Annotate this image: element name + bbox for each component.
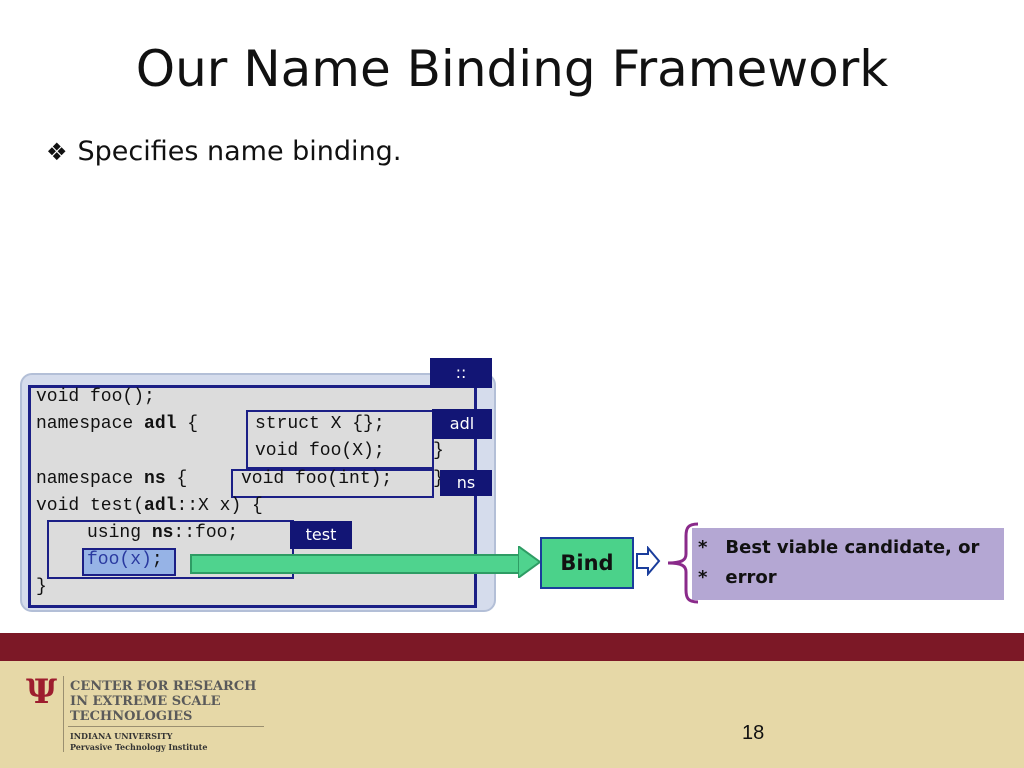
- org-name-line-3: TECHNOLOGIES: [70, 709, 193, 724]
- code-line-2: namespace adl {: [36, 414, 199, 434]
- university-name: INDIANA UNIVERSITY: [70, 731, 173, 741]
- code-call: foo(x);: [87, 550, 163, 570]
- institute-name: Pervasive Technology Institute: [70, 742, 208, 752]
- iu-logo-icon: Ψ: [26, 672, 58, 712]
- test-scope-box: [47, 520, 294, 579]
- ns-scope-tag: ns: [440, 470, 492, 496]
- global-scope-tag: ::: [430, 358, 492, 388]
- result-box: [692, 528, 1004, 600]
- code-adl-struct: struct X {};: [255, 414, 385, 434]
- diamond-bullet-icon: ❖: [46, 138, 68, 166]
- org-name-line-2: IN EXTREME SCALE: [70, 694, 221, 709]
- adl-scope-box: [246, 410, 434, 469]
- curly-brace-icon: [667, 522, 699, 604]
- code-adl-foo: void foo(X);: [255, 441, 385, 461]
- org-divider: [68, 726, 264, 727]
- footer-bar: [0, 633, 1024, 661]
- bind-box: Bind: [540, 537, 634, 589]
- bullet-item: ❖ Specifies name binding.: [46, 136, 401, 167]
- code-close: }: [36, 577, 47, 597]
- code-ns-foo: void foo(int);: [241, 469, 393, 489]
- test-scope-tag: test: [290, 521, 352, 549]
- result-arrow-icon: [636, 546, 661, 576]
- org-name-line-1: CENTER FOR RESEARCH: [70, 679, 257, 694]
- bind-arrow-head: [518, 546, 540, 578]
- code-ns-close: }: [433, 469, 444, 489]
- call-highlight-box: [82, 548, 176, 576]
- bullet-text: Specifies name binding.: [77, 136, 402, 167]
- code-using: using ns::foo;: [87, 523, 239, 543]
- page-number: 18: [742, 722, 765, 744]
- slide-title: Our Name Binding Framework: [135, 40, 889, 98]
- result-item-2: *error: [698, 567, 777, 588]
- adl-scope-tag: adl: [432, 409, 492, 439]
- code-line-4: namespace ns {: [36, 469, 188, 489]
- bind-arrow: [190, 554, 522, 574]
- code-line-5: void test(adl::X x) {: [36, 496, 263, 516]
- code-line-1: void foo();: [36, 387, 155, 407]
- logo-divider: [63, 676, 64, 752]
- code-adl-close: }: [433, 441, 444, 461]
- footer-area: [0, 661, 1024, 768]
- result-item-1: *Best viable candidate, or: [698, 537, 980, 558]
- ns-scope-box: [231, 469, 434, 498]
